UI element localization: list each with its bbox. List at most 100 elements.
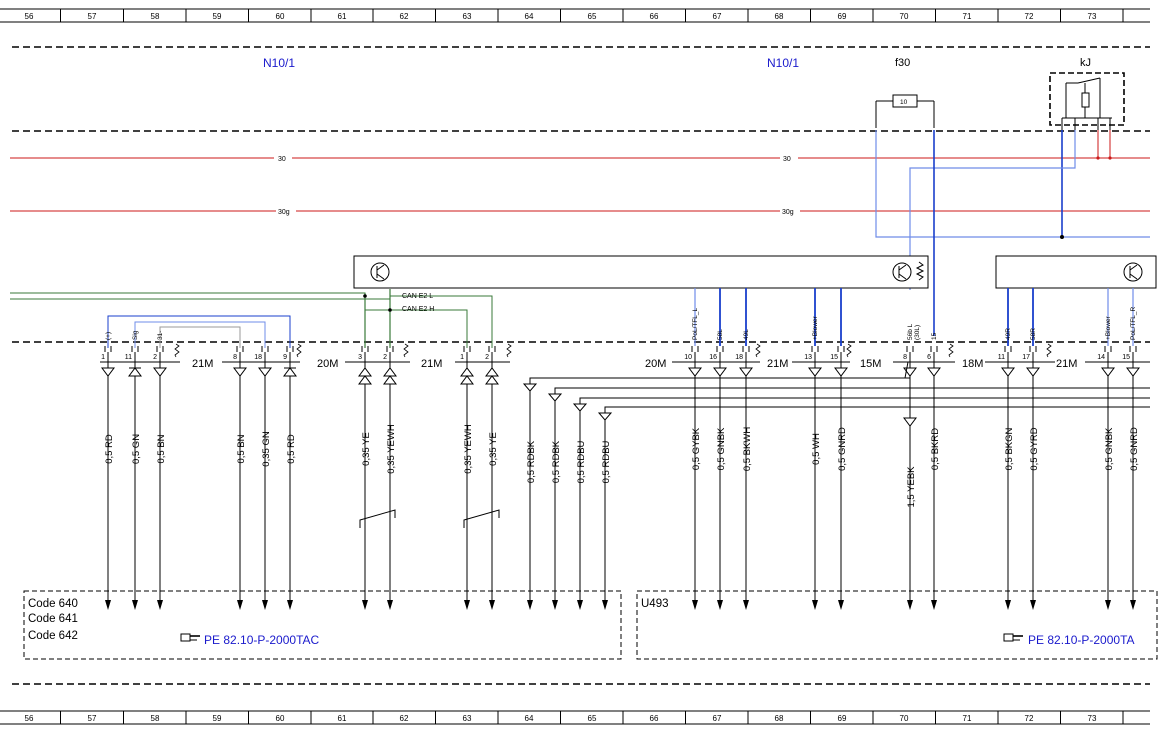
wire-label: 0,35 YEWH	[386, 424, 397, 474]
pin-number: 2	[383, 354, 387, 361]
pin-number: 15	[1122, 354, 1130, 361]
pin-number: 2	[153, 354, 157, 361]
pin-p9: 90,5 RD	[283, 346, 297, 610]
wire-label: 0,5 RDBU	[601, 440, 612, 483]
code-box-left: Code 640 Code 641 Code 642 PE 82.10-P-20…	[23, 590, 622, 660]
pin-function-label: 49L	[743, 329, 750, 340]
connector-label: 21M	[767, 358, 788, 370]
pin-function-label: 49R	[1005, 328, 1012, 340]
wire-label: 0,5 GNRD	[1129, 427, 1140, 471]
grid-number: 57	[88, 714, 97, 723]
rail-30-label-right: 30	[783, 156, 791, 163]
wire-label: 0,5 BKRD	[930, 428, 941, 470]
transistor-icon	[1123, 262, 1143, 282]
can-bus: CAN E2 L CAN E2 H	[10, 289, 493, 348]
pin-p11b: 11 49R 0,5 BKGN	[998, 288, 1015, 610]
pin-function-label: 58R	[1030, 328, 1037, 340]
connector-label: 20M	[645, 358, 666, 370]
pin-number: 17	[1022, 354, 1030, 361]
grid-number: 58	[151, 12, 160, 21]
pin-p8b: 8 56b L 1,5 YEBK	[903, 323, 917, 610]
wire-label: 1,5 YEBK	[906, 466, 917, 508]
transistor-icon	[370, 262, 390, 282]
connector-label: 15M	[860, 358, 881, 370]
wire-label: 0,35 YE	[488, 432, 499, 466]
pin-function-label: 15	[931, 332, 938, 340]
wire-label: 0,5 BKGN	[1004, 427, 1015, 470]
wire-label: 0,5 BN	[236, 434, 247, 463]
wire-label: 0,5 RD	[286, 434, 297, 464]
grid-number: 56	[25, 714, 34, 723]
relay-kj: kJ	[1049, 57, 1125, 130]
left-feed-lines	[107, 315, 291, 348]
grid-number: 72	[1025, 12, 1034, 21]
pin-p3: 30,35 YE	[358, 346, 372, 610]
grid-number: 73	[1088, 12, 1097, 21]
grid-number: 65	[588, 714, 597, 723]
pin-p17: 17 58R 0,5 GYRD	[1022, 288, 1040, 610]
grid-number: 60	[276, 12, 285, 21]
grid-number: 60	[276, 714, 285, 723]
hand-pointer-icon	[180, 633, 200, 642]
pin-function-label: (+)	[105, 332, 112, 340]
pin-number: 8	[903, 354, 907, 361]
pin-function-label: (30L)	[914, 325, 921, 340]
grid-number: 68	[775, 714, 784, 723]
pin-function-label: 56b L	[907, 323, 914, 340]
pin-p2c: 2 0,35 YE	[485, 346, 499, 610]
pin-function-label: PoL/TFL_R	[1130, 306, 1137, 340]
pin-number: 8	[233, 354, 237, 361]
reference-link-left[interactable]: PE 82.10-P-2000TAC	[204, 633, 320, 647]
grid-number: 58	[151, 714, 160, 723]
wire-label: 0,5 GYBK	[691, 427, 702, 470]
grid-number: 63	[463, 12, 472, 21]
pin-p18a: 180,35 GN	[254, 346, 272, 610]
pin-number: 2	[485, 354, 489, 361]
pin-function-label: Sig	[132, 330, 139, 340]
grid-number: 61	[338, 714, 347, 723]
pin-number: 18	[735, 354, 743, 361]
side-wire-bundle	[529, 361, 1150, 413]
rail-30g-label-left: 30g	[278, 209, 290, 216]
pin-number: 3	[358, 354, 362, 361]
grid-number: 66	[650, 714, 659, 723]
pin-number: 1	[460, 354, 464, 361]
wire-label: 0,5 GYRD	[1029, 427, 1040, 470]
reference-link-right[interactable]: PE 82.10-P-2000TA	[1028, 633, 1135, 647]
grid-number: 59	[213, 12, 222, 21]
grid-number: 63	[463, 714, 472, 723]
pin-p2b: 2 0,35 YEWH	[383, 346, 397, 610]
module-label-left: N10/1	[263, 56, 295, 70]
pin-number: 11	[998, 354, 1005, 361]
connector-label: 18M	[962, 358, 983, 370]
grid-number: 70	[900, 714, 909, 723]
connector-label: 21M	[1056, 358, 1077, 370]
rail-30-label-left: 30	[278, 156, 286, 163]
wire-label: 0,35 YEWH	[463, 424, 474, 474]
connector-label: 21M	[421, 358, 442, 370]
wire-label: 0,5 RD	[104, 434, 115, 464]
pin-number: 15	[830, 354, 838, 361]
grid-number: 69	[838, 714, 847, 723]
wire-label: 0,5 RDBU	[576, 440, 587, 483]
grid-number: 73	[1088, 714, 1097, 723]
grid-number: 61	[338, 12, 347, 21]
power-rails: 30 30 30g 30g	[10, 153, 1150, 216]
grid-number: 67	[713, 12, 722, 21]
resistor-icon	[1081, 92, 1090, 108]
grid-number: 59	[213, 714, 222, 723]
grid-number: 57	[88, 12, 97, 21]
grid-number: 70	[900, 12, 909, 21]
pin-number: 18	[254, 354, 262, 361]
relay-label: kJ	[1080, 57, 1091, 69]
wire-label: 0,5 GNBK	[1104, 427, 1115, 470]
grid-number: 69	[838, 12, 847, 21]
wire-label: 0,5 GN	[131, 434, 142, 464]
